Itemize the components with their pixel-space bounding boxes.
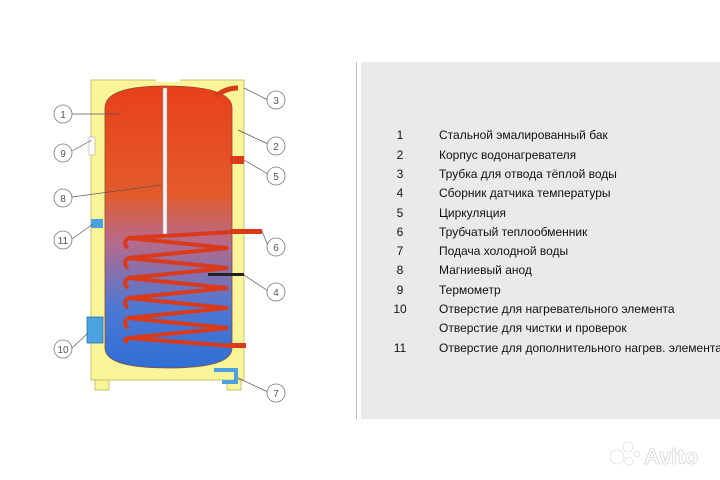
callout-6 [266, 237, 286, 257]
callout-8 [53, 188, 73, 208]
callout-label-1: 1 [60, 110, 66, 121]
legend-item: 1 Стальной эмалированный бак [361, 126, 720, 144]
legend-item: 8 Магниевый анод [361, 261, 720, 279]
legend-item: 10 Отверстие для нагревательного элемент… [361, 300, 720, 318]
legend-label: Трубка для отвода тёплой воды [439, 167, 617, 181]
legend-label: Корпус водонагревателя [439, 148, 577, 162]
circulation-pipe [230, 156, 244, 164]
callout-label-10: 10 [57, 345, 69, 356]
callout-7 [266, 383, 286, 403]
legend-number: 11 [393, 341, 407, 355]
legend-item: 2 Корпус водонагревателя [361, 146, 720, 164]
callout-5 [266, 166, 286, 186]
legend-label: Трубчатый теплообменник [439, 225, 588, 239]
leader-lines [71, 87, 269, 393]
heating-element-flange [86, 316, 104, 344]
legend-label: Отверстие для чистки и проверок [439, 321, 627, 335]
magnesium-anode [162, 87, 168, 239]
legend-item: 9 Термометр [361, 281, 720, 299]
thermometer [88, 136, 96, 156]
callout-label-7: 7 [273, 389, 279, 400]
legend-label: Стальной эмалированный бак [439, 128, 608, 142]
temperature-sensor-sleeve [208, 273, 244, 276]
avito-logo-icon [609, 441, 641, 466]
legend-label: Подача холодной воды [439, 244, 569, 258]
hot-water-pipe [214, 85, 239, 98]
legend-item: 5 Циркуляция [361, 204, 720, 222]
callout-9 [53, 143, 73, 163]
legend-number: 2 [396, 148, 404, 162]
legend-item: 3 Трубка для отвода тёплой воды [361, 165, 720, 183]
legend-item: Отверстие для чистки и проверок [361, 319, 720, 337]
legend-item: 7 Подача холодной воды [361, 242, 720, 260]
legend-number: 5 [396, 206, 404, 220]
exchanger-outlet [230, 229, 262, 234]
callout-2 [266, 136, 286, 156]
callout-4 [266, 282, 286, 302]
legend-label: Сборник датчика температуры [439, 186, 611, 200]
legend-number: 10 [393, 302, 407, 316]
legend-label: Термометр [439, 283, 501, 297]
callout-label-11: 11 [58, 236, 69, 247]
avito-watermark: Avito [609, 441, 698, 469]
legend-number: 1 [396, 128, 404, 142]
avito-wordmark: Avito [644, 444, 698, 469]
cold-water-inlet [214, 368, 238, 384]
legend-number: 8 [396, 263, 404, 277]
legend-label: Циркуляция [439, 206, 506, 220]
legend-label: Отверстие для нагревательного элемента [439, 302, 675, 316]
legend-number: 9 [396, 283, 404, 297]
callout-label-2: 2 [273, 142, 279, 153]
legend-number: 3 [396, 167, 404, 181]
callout-label-5: 5 [273, 172, 279, 183]
aux-heater-port [91, 219, 103, 228]
legend-label: Магниевый анод [439, 263, 532, 277]
callout-label-8: 8 [60, 194, 66, 205]
callout-label-6: 6 [273, 243, 279, 254]
callout-label-3: 3 [273, 96, 279, 107]
callout-label-4: 4 [273, 288, 279, 299]
legend-number: 6 [396, 225, 404, 239]
callouts [53, 90, 286, 403]
coil-heat-exchanger [123, 230, 233, 348]
legend-item: 6 Трубчатый теплообменник [361, 223, 720, 241]
callout-3 [266, 90, 286, 110]
panel-separator [356, 62, 357, 419]
legend-item: 11 Отверстие для дополнительного нагрев.… [361, 339, 720, 357]
legend-number: 4 [396, 186, 404, 200]
callout-11 [53, 230, 73, 250]
legend-label: Отверстие для дополнительного нагрев. эл… [439, 341, 720, 355]
exchanger-inlet [228, 343, 246, 348]
callout-label-9: 9 [60, 149, 66, 160]
callout-10 [53, 339, 73, 359]
legend-panel: 1 Стальной эмалированный бак 2 Корпус во… [361, 62, 720, 419]
legend-number: 7 [396, 244, 404, 258]
callout-1 [53, 104, 73, 124]
boiler-diagram: 1 3 2 9 5 8 11 6 4 10 7 [53, 78, 286, 403]
legend-item: 4 Сборник датчика температуры [361, 184, 720, 202]
